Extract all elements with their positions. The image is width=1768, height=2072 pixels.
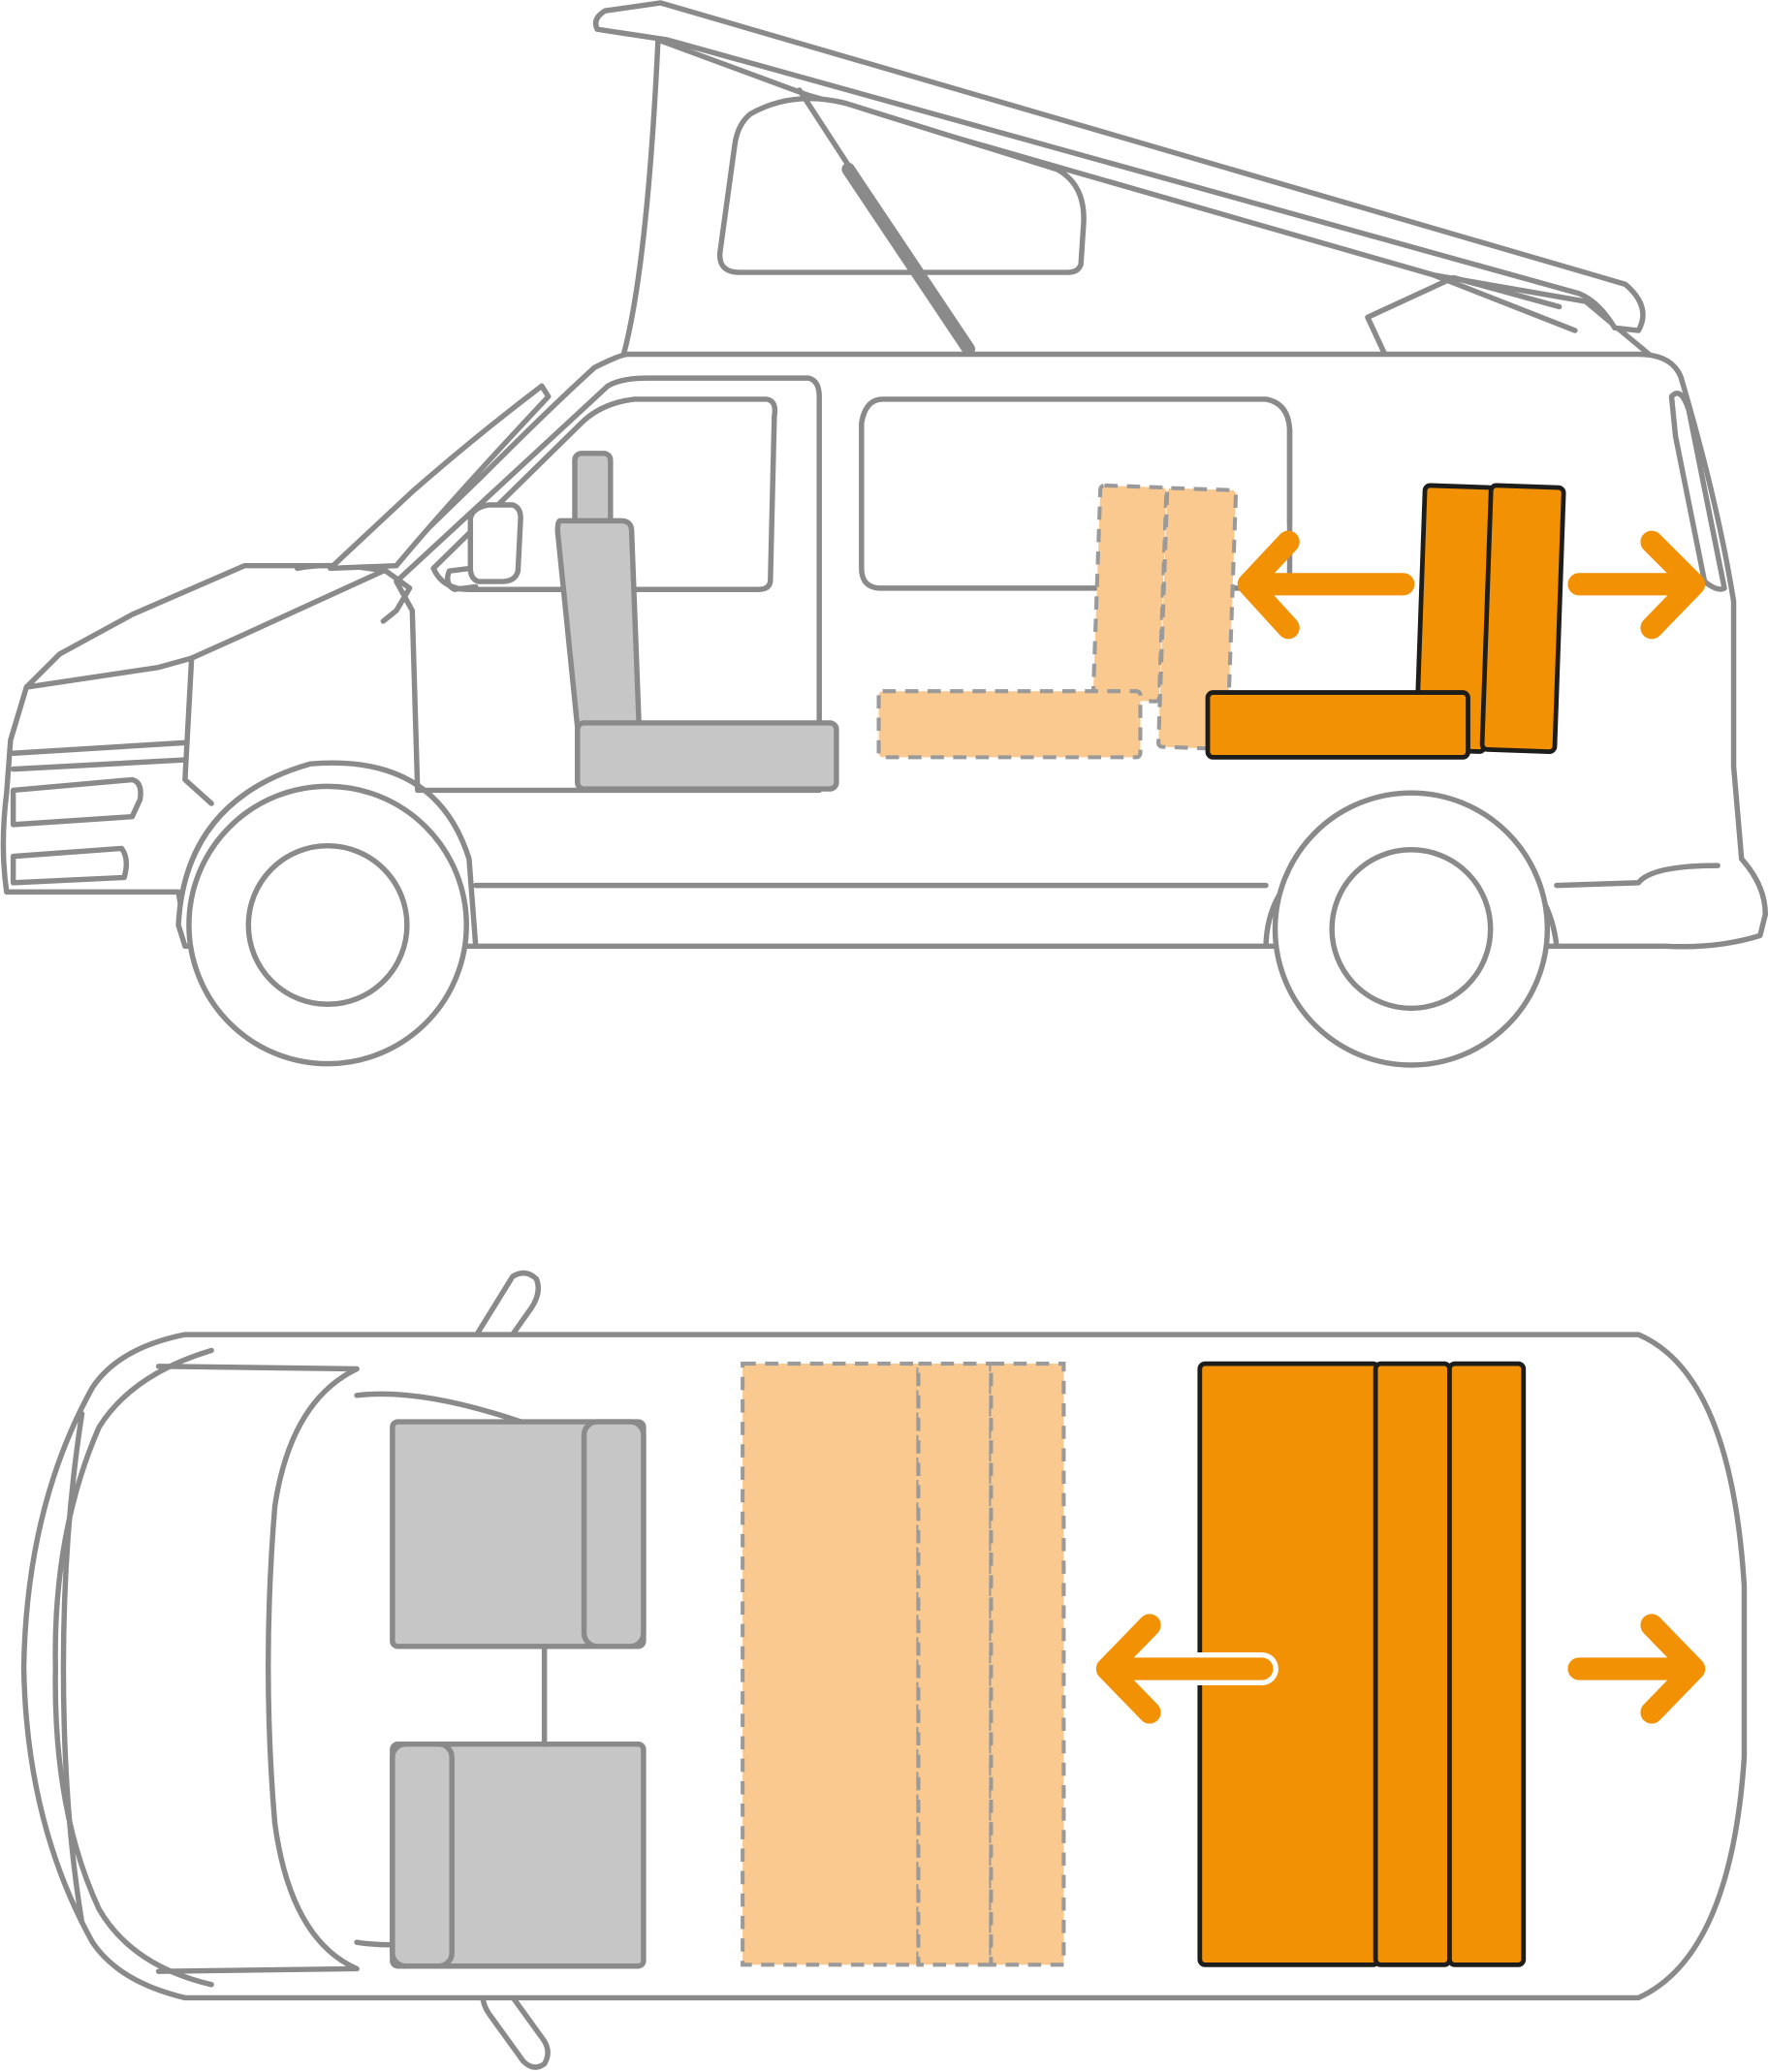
front-panel-line bbox=[182, 655, 214, 806]
gas-strut bbox=[841, 162, 976, 356]
roof-hinge bbox=[1365, 272, 1578, 358]
cab-door-outline bbox=[394, 375, 822, 794]
ghost-backrest-2 bbox=[1156, 486, 1239, 751]
mirror-arm bbox=[444, 565, 479, 592]
roof-lid bbox=[592, 0, 1646, 333]
bonnet-outline bbox=[52, 1347, 214, 1988]
front-seat-side bbox=[554, 451, 839, 792]
side-view bbox=[0, 0, 1768, 1068]
ghost-backrest-1 bbox=[1090, 483, 1169, 704]
arrow-left-icon bbox=[1095, 1614, 1274, 1724]
arrow-right-icon bbox=[1567, 1614, 1706, 1724]
ghost-backrest-top-2 bbox=[989, 1362, 1066, 1967]
arrow-right-icon bbox=[1567, 530, 1706, 640]
ghost-seat bbox=[876, 689, 1143, 760]
driver-seat-back bbox=[581, 1419, 647, 1649]
backrest-top-2 bbox=[1447, 1361, 1527, 1967]
bench-original-position-top bbox=[741, 1362, 1066, 1967]
van-body-side bbox=[0, 351, 1768, 950]
rear-window-side bbox=[1668, 391, 1727, 592]
windscreen-base bbox=[155, 1364, 360, 1974]
top-view bbox=[20, 1270, 1748, 2070]
front-seats-top bbox=[390, 1419, 647, 1969]
rear-hub bbox=[1329, 847, 1494, 1012]
front-hub bbox=[245, 842, 410, 1008]
wing-mirror bbox=[467, 502, 523, 584]
headlight bbox=[10, 776, 143, 828]
passenger-seat-back bbox=[390, 1741, 455, 1969]
fog-lamp bbox=[10, 845, 130, 886]
ghost-backrest-top-1 bbox=[916, 1362, 994, 1967]
pop-up-roof bbox=[592, 0, 1653, 358]
bench-seat bbox=[1205, 690, 1470, 760]
side-sill bbox=[473, 863, 1721, 889]
arrow-left-icon bbox=[1237, 530, 1415, 640]
ghost-seat-top bbox=[741, 1362, 921, 1967]
backrest-2 bbox=[1479, 483, 1566, 754]
bonnet-crease bbox=[60, 1411, 85, 1926]
roof-window bbox=[716, 95, 1087, 275]
windscreen-top bbox=[266, 1366, 360, 1972]
backrest-top-1 bbox=[1373, 1361, 1452, 1967]
bench-moved-position-side bbox=[1205, 483, 1566, 760]
van-front bbox=[10, 562, 413, 886]
windscreen bbox=[328, 383, 552, 572]
seat-cushion bbox=[575, 720, 839, 792]
bench-original-position-side bbox=[876, 483, 1239, 760]
grille-top bbox=[10, 739, 188, 756]
bench-moved-position-top bbox=[1197, 1361, 1527, 1967]
grille-bottom bbox=[10, 757, 188, 772]
